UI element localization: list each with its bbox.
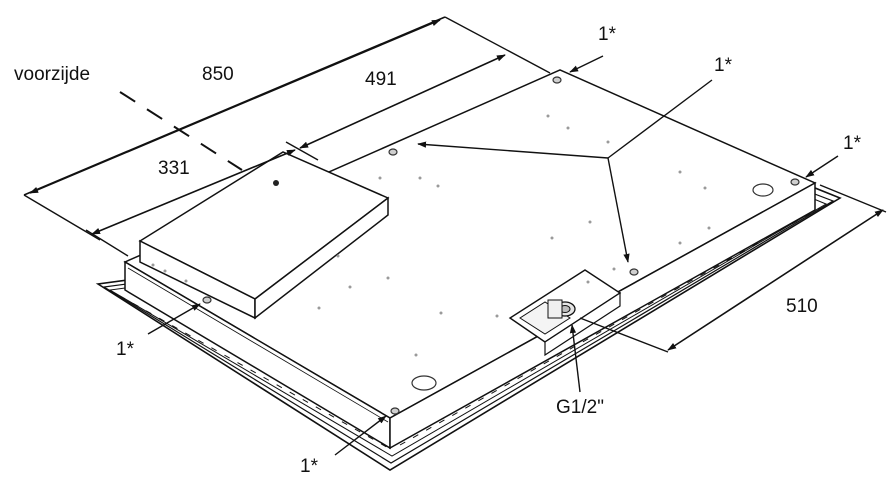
block-right [254, 196, 389, 320]
callout-leaders [147, 55, 839, 456]
connection-housing [508, 269, 622, 357]
dimension-lines [23, 16, 887, 353]
dim-331-label: 331 [158, 158, 190, 179]
mount-holes [202, 76, 800, 415]
front-indicator-dashes [119, 91, 243, 171]
dim-850-label: 850 [202, 64, 234, 85]
callout-right: 1* [843, 133, 862, 154]
dim-331-arrow [91, 149, 296, 235]
labels: voorzijde 850 491 331 510 G1/2" 1* 1* 1*… [14, 24, 862, 477]
front-label: voorzijde [14, 64, 90, 85]
dim-491-label: 491 [365, 69, 397, 90]
dim-510-label: 510 [786, 296, 818, 317]
callout-left: 1* [116, 339, 135, 360]
callout-top-center: 1* [598, 24, 617, 45]
connection-label: G1/2" [556, 397, 604, 418]
callout-center: 1* [714, 55, 733, 76]
dim-491-arrow [299, 54, 506, 149]
callout-bottom: 1* [300, 456, 319, 477]
dim-510-arrow [667, 209, 884, 351]
